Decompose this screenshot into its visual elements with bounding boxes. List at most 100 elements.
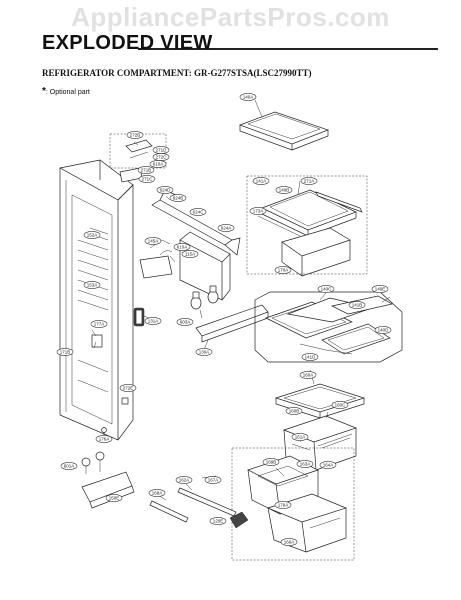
duct-assembly-drawing bbox=[109, 133, 241, 301]
title-rule bbox=[138, 48, 438, 50]
callout-label: 624C bbox=[193, 210, 205, 215]
callout-272b: 272B bbox=[126, 131, 144, 139]
callout-label: 163A bbox=[300, 462, 311, 467]
callout-label: 164A bbox=[323, 463, 334, 468]
callout-label: 153A bbox=[87, 283, 98, 288]
callout-115a: 115A bbox=[181, 250, 199, 258]
callout-140a: 140A bbox=[239, 93, 257, 101]
watermark: AppliancePartsPros.com bbox=[71, 2, 390, 32]
callout-173a: 173A bbox=[249, 207, 267, 215]
callout-603a: 603A bbox=[176, 318, 194, 326]
callout-label: 624A bbox=[221, 226, 232, 231]
callout-171b: 171B bbox=[56, 348, 74, 356]
callout-label: 272E bbox=[123, 386, 134, 391]
optional-part-note: *: Optional part bbox=[42, 86, 90, 97]
callout-label: 140E bbox=[375, 287, 386, 292]
callout-152a: 152A bbox=[83, 231, 101, 239]
callout-label: 271A bbox=[304, 179, 315, 184]
callout-label: 603A bbox=[180, 320, 191, 325]
callout-150e: 150E bbox=[105, 494, 123, 502]
callout-272c: 272C bbox=[152, 153, 170, 161]
callout-label: 160A bbox=[303, 373, 314, 378]
callout-167a: 167A bbox=[204, 476, 222, 484]
callout-label: 140A bbox=[243, 95, 254, 100]
callout-label: 271C bbox=[142, 177, 154, 182]
callout-label: 162A bbox=[179, 478, 190, 483]
callout-label: 601A bbox=[64, 464, 75, 469]
callout-label: 130A bbox=[199, 350, 210, 355]
callout-130a: 130A bbox=[195, 348, 213, 356]
callout-271a: 271A bbox=[300, 177, 318, 185]
callout-label: 179A bbox=[278, 503, 289, 508]
callout-141d: 141D bbox=[301, 353, 319, 361]
callout-610a-top: 610A bbox=[149, 160, 167, 168]
lamp-cover-drawing bbox=[81, 285, 269, 509]
callout-176a: 176A bbox=[95, 435, 113, 443]
callout-label: 140C bbox=[321, 287, 333, 292]
callout-153a: 153A bbox=[83, 281, 101, 289]
callout-label: 115A bbox=[185, 252, 195, 257]
callout-label: 131A bbox=[148, 319, 159, 324]
callout-label: 145A bbox=[148, 239, 159, 244]
callout-624a: 624A bbox=[217, 224, 235, 232]
callout-label: 271D bbox=[156, 148, 168, 153]
callout-163a: 163A bbox=[296, 460, 314, 468]
callout-label: 166A bbox=[284, 540, 295, 545]
callout-label: 624B bbox=[173, 196, 184, 201]
callout-label: 160B bbox=[289, 409, 300, 414]
callout-label: 152A bbox=[87, 233, 98, 238]
snack-shelf-drawing bbox=[246, 175, 368, 277]
callout-131a: 131A bbox=[144, 317, 162, 325]
leader-lines bbox=[91, 99, 391, 501]
callout-label: 167A bbox=[208, 478, 219, 483]
callout-label: 141A bbox=[256, 179, 267, 184]
callout-179a: 179A bbox=[274, 501, 292, 509]
callout-140d: 140D bbox=[374, 326, 392, 334]
callout-170a: 170A bbox=[274, 266, 292, 274]
callout-140b: 140B bbox=[275, 186, 293, 194]
callout-177a: 177A bbox=[90, 320, 108, 328]
callout-624b: 624B bbox=[169, 194, 187, 202]
optional-star-icon: * bbox=[42, 86, 46, 97]
callout-161a: 161A bbox=[291, 433, 309, 441]
callout-label: 271B bbox=[141, 168, 152, 173]
callout-label: 140B bbox=[279, 188, 290, 193]
callout-160b: 160B bbox=[285, 407, 303, 415]
callout-label: 140D bbox=[378, 328, 390, 333]
callout-601a: 601A bbox=[60, 462, 78, 470]
callout-label: 160C bbox=[335, 403, 347, 408]
callout-label: 168A bbox=[152, 491, 163, 496]
callout-271c: 271C bbox=[138, 175, 156, 183]
callout-272e: 272E bbox=[119, 384, 137, 392]
cabinet-drawing bbox=[59, 159, 134, 441]
callout-label: 150E bbox=[109, 496, 120, 501]
callout-label: 120E bbox=[213, 519, 224, 524]
callout-160c: 160C bbox=[331, 401, 349, 409]
diagram-subtitle: REFRIGERATOR COMPARTMENT: GR-G277STSA(LS… bbox=[42, 68, 312, 78]
callout-164a: 164A bbox=[319, 461, 337, 469]
callout-label: 610A bbox=[177, 245, 188, 250]
callout-label: 272B bbox=[130, 133, 141, 138]
callout-141b: 141B bbox=[348, 301, 366, 309]
callout-271b: 271B bbox=[137, 166, 155, 174]
callout-166a: 166A bbox=[280, 538, 298, 546]
callout-610a-mid: 610A bbox=[173, 243, 191, 251]
callout-label: 624D bbox=[160, 188, 172, 193]
callout-120e: 120E bbox=[209, 517, 227, 525]
callout-169b: 169B bbox=[262, 458, 280, 466]
callout-label: 169B bbox=[266, 460, 277, 465]
callout-label: 141B bbox=[352, 303, 363, 308]
callout-624d: 624D bbox=[156, 186, 174, 194]
callout-label: 272C bbox=[156, 155, 168, 160]
callout-140e: 140E bbox=[371, 285, 389, 293]
callout-label: 177A bbox=[94, 322, 105, 327]
callout-label: 610A bbox=[153, 162, 164, 167]
callout-271d: 271D bbox=[152, 146, 170, 154]
page-title: EXPLODED VIEW bbox=[42, 32, 213, 54]
callout-160a: 160A bbox=[299, 371, 317, 379]
callout-label: 141D bbox=[305, 355, 317, 360]
callout-bubbles: 140A 272B 271D 272C 610A 271B 271C 624D … bbox=[56, 93, 392, 546]
callout-label: 170A bbox=[278, 268, 289, 273]
